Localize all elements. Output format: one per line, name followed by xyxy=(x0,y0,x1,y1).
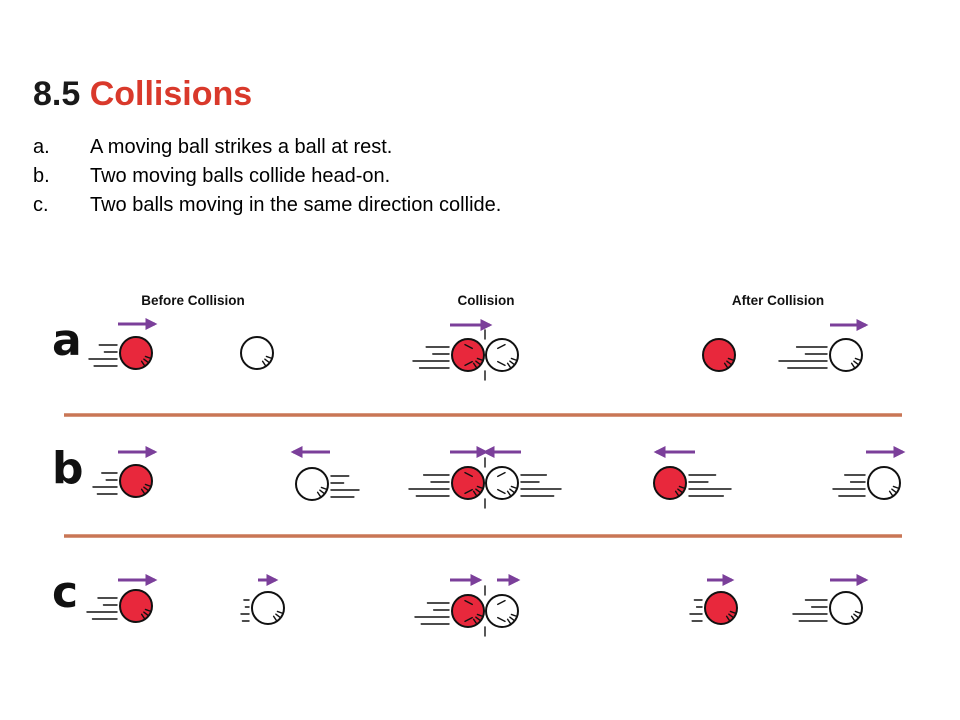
red-ball xyxy=(451,466,485,500)
section-number: 8.5 xyxy=(33,75,81,113)
red-ball xyxy=(119,336,153,370)
red-ball xyxy=(119,464,153,498)
motion-lines xyxy=(88,344,118,367)
motion-lines xyxy=(414,602,450,625)
column-header-after: After Collision xyxy=(732,293,824,308)
red-ball xyxy=(451,594,485,628)
motion-lines xyxy=(520,474,562,497)
red-ball xyxy=(451,338,485,372)
motion-lines xyxy=(688,474,732,497)
impact-burst xyxy=(464,585,506,637)
balls-layer xyxy=(119,336,901,628)
row-label-a: a xyxy=(52,315,82,366)
column-header-before: Before Collision xyxy=(141,293,245,308)
column-header-collision: Collision xyxy=(458,293,515,308)
white-ball xyxy=(485,594,519,628)
motion-lines xyxy=(92,472,118,495)
motion-lines xyxy=(330,475,360,498)
list-item-text: A moving ball strikes a ball at rest. xyxy=(90,136,393,158)
row-label-c: c xyxy=(52,567,78,618)
impact-burst xyxy=(464,329,506,381)
motion-lines xyxy=(689,599,703,622)
slide-title: 8.5 Collisions xyxy=(33,74,252,114)
motion-lines xyxy=(240,599,250,622)
red-ball xyxy=(702,338,736,372)
white-ball xyxy=(829,338,863,372)
impact-burst xyxy=(464,457,506,509)
motion-lines xyxy=(832,474,866,497)
motion-lines xyxy=(792,599,828,622)
list-item-letter: a. xyxy=(33,136,50,158)
list-item-text: Two moving balls collide head-on. xyxy=(90,165,391,187)
white-ball xyxy=(829,591,863,625)
list-item-text: Two balls moving in the same direction c… xyxy=(90,194,502,216)
red-ball xyxy=(653,466,687,500)
list-item-letter: b. xyxy=(33,165,50,187)
row-label-b: b xyxy=(52,443,84,494)
motion-lines xyxy=(86,597,118,620)
white-ball xyxy=(485,466,519,500)
motion-lines xyxy=(408,474,450,497)
list-item-letter: c. xyxy=(33,194,49,216)
motion-lines xyxy=(778,346,828,369)
red-ball xyxy=(704,591,738,625)
red-ball xyxy=(119,589,153,623)
motion-lines xyxy=(412,346,450,369)
arrows-layer xyxy=(118,318,906,586)
white-ball xyxy=(295,467,329,501)
motion-lines-layer xyxy=(86,329,866,637)
white-ball xyxy=(867,466,901,500)
white-ball xyxy=(240,336,274,370)
white-ball xyxy=(485,338,519,372)
white-ball xyxy=(251,591,285,625)
section-title: Collisions xyxy=(89,75,253,113)
